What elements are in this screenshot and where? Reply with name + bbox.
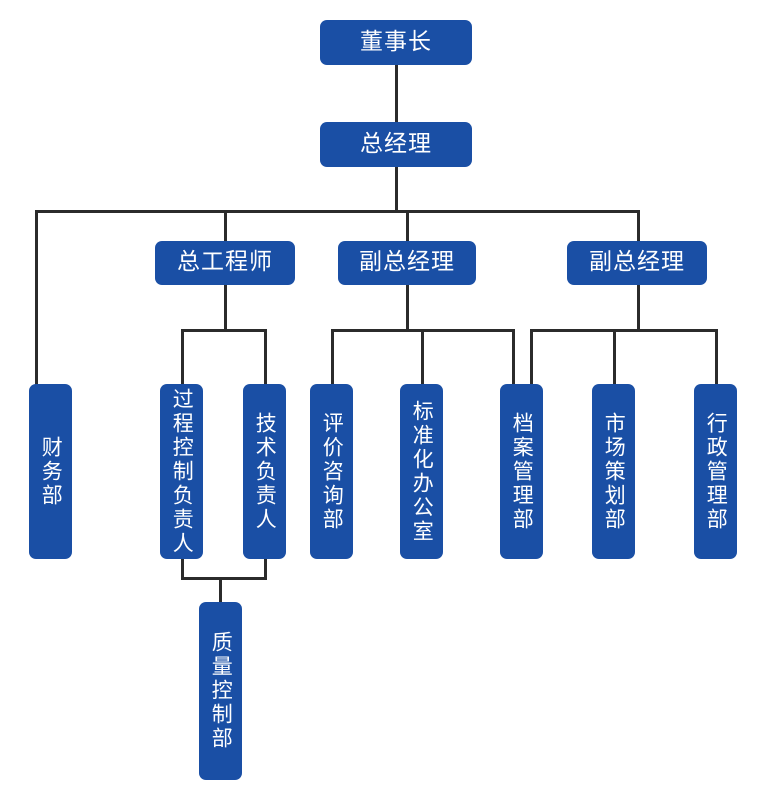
connector-deputy-gm-1-to-archive-dept [512, 329, 515, 385]
connector-to-standardization-office [421, 329, 424, 385]
node-finance-dept[interactable]: 财务部 [29, 384, 72, 559]
connector-to-marketing-dept [613, 329, 616, 385]
connector-bus-to-quality-control-dept [219, 577, 222, 603]
connector-bus-to-chief-engineer [224, 210, 227, 242]
connector-quality-control-bus [181, 577, 267, 580]
node-technical-lead[interactable]: 技术负责人 [243, 384, 286, 559]
node-marketing-dept-label: 市场策划部 [602, 411, 627, 532]
node-deputy-gm-1[interactable]: 副总经理 [338, 241, 476, 285]
connector-to-technical-lead [264, 329, 267, 385]
node-chairman-label: 董事长 [360, 28, 432, 55]
connector-deputy-gm-2-bus [530, 329, 718, 332]
connector-bus-to-finance [35, 210, 38, 385]
node-standardization-office[interactable]: 标准化办公室 [400, 384, 443, 559]
connector-to-process-control-lead [181, 329, 184, 385]
node-general-manager-label: 总经理 [360, 130, 432, 157]
node-archive-dept-label: 档案管理部 [510, 411, 535, 532]
node-evaluation-dept-label: 评价咨询部 [320, 411, 345, 532]
node-deputy-gm-2-label: 副总经理 [589, 249, 685, 276]
node-deputy-gm-1-label: 副总经理 [359, 249, 455, 276]
node-deputy-gm-2[interactable]: 副总经理 [567, 241, 707, 285]
connector-bus-to-deputy-gm-2 [637, 210, 640, 242]
connector-level3-bus [35, 210, 640, 213]
node-archive-dept[interactable]: 档案管理部 [500, 384, 543, 559]
node-evaluation-dept[interactable]: 评价咨询部 [310, 384, 353, 559]
node-process-control-lead-label: 过程控制负责人 [170, 387, 195, 556]
connector-bus-to-deputy-gm-1 [406, 210, 409, 242]
connector-chief-engineer-bus [181, 329, 267, 332]
node-general-manager[interactable]: 总经理 [320, 122, 472, 167]
node-quality-control-dept[interactable]: 质量控制部 [199, 602, 242, 780]
connector-to-administration-dept [715, 329, 718, 385]
node-administration-dept-label: 行政管理部 [704, 411, 729, 532]
node-finance-dept-label: 财务部 [39, 435, 64, 508]
connector-gm-down-stub [395, 166, 398, 213]
connector-chief-engineer-down-stub [224, 284, 227, 331]
node-standardization-office-label: 标准化办公室 [410, 399, 435, 544]
connector-chairman-to-gm [395, 64, 398, 122]
connector-process-control-lead-down-stub [181, 558, 184, 580]
node-marketing-dept[interactable]: 市场策划部 [592, 384, 635, 559]
node-process-control-lead[interactable]: 过程控制负责人 [160, 384, 203, 559]
node-administration-dept[interactable]: 行政管理部 [694, 384, 737, 559]
connector-deputy-gm-2-down-stub [637, 284, 640, 331]
connector-technical-lead-down-stub [264, 558, 267, 580]
node-chief-engineer-label: 总工程师 [177, 249, 273, 276]
node-chief-engineer[interactable]: 总工程师 [155, 241, 295, 285]
node-technical-lead-label: 技术负责人 [253, 411, 278, 532]
node-quality-control-dept-label: 质量控制部 [209, 631, 234, 751]
connector-to-evaluation-dept [331, 329, 334, 385]
node-chairman[interactable]: 董事长 [320, 20, 472, 65]
connector-deputy-gm-1-down-stub [406, 284, 409, 331]
connector-deputy-gm-2-to-archive-dept [530, 329, 533, 385]
